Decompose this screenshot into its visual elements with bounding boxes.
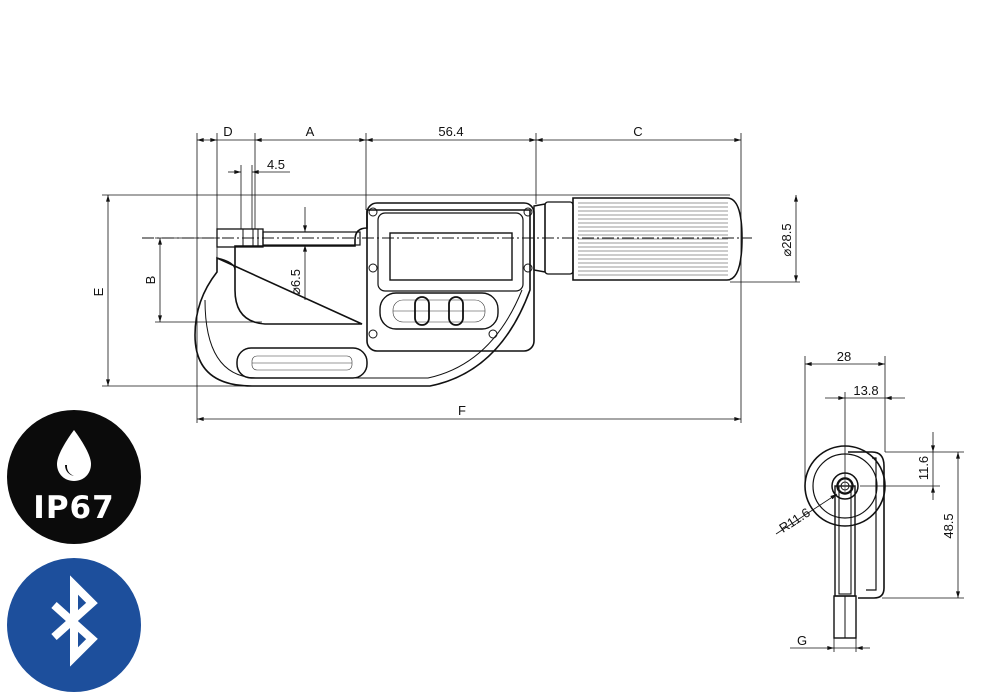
side-view [142, 197, 752, 387]
dim-f-label: F [458, 403, 466, 418]
dim-width-label: 28 [837, 349, 851, 364]
dim-axis-height-label: 11.6 [916, 456, 931, 480]
ip67-badge: IP67 [7, 410, 141, 544]
button-panel [379, 292, 499, 330]
dim-g-label: G [797, 633, 807, 648]
screw [523, 207, 533, 217]
dim-spindle-length-label: 56.4 [438, 124, 463, 139]
dim-c-label: C [633, 124, 642, 139]
lcd-screen [389, 232, 513, 281]
dim-spindle-diameter-label: ⌀6.5 [288, 269, 303, 295]
spindle [262, 231, 361, 246]
dim-height-label: 48.5 [941, 513, 956, 538]
dim-a-label: A [306, 124, 315, 139]
micrometer-frame [194, 209, 531, 387]
ip-rating-label: IP67 [33, 490, 115, 526]
screw [523, 263, 533, 273]
dim-half-width-label: 13.8 [853, 383, 878, 398]
dim-d-label: D [223, 124, 232, 139]
water-drop-icon [57, 430, 91, 481]
knurl-pattern [578, 202, 728, 276]
bluetooth-badge [7, 558, 141, 692]
insulation-plate [236, 347, 368, 379]
screw [368, 207, 378, 217]
screw [488, 329, 498, 339]
dim-anvil-offset-label: 4.5 [267, 157, 285, 172]
knurled-thimble [572, 197, 743, 281]
screw [368, 263, 378, 273]
screw [368, 329, 378, 339]
side-view-dimensions: D A 56.4 C 4.5 B ⌀6.5 E ⌀28.5 F [91, 124, 800, 423]
dim-thimble-diameter-label: ⌀28.5 [779, 223, 794, 256]
dim-radius-label: R11.6 [776, 505, 812, 536]
display-housing [366, 202, 535, 352]
button-left [414, 296, 430, 326]
dim-e-label: E [91, 287, 106, 296]
end-view-dimensions: 28 13.8 11.6 48.5 R11.6 G [775, 349, 964, 652]
dim-b-label: B [143, 276, 158, 285]
bluetooth-icon [51, 575, 98, 667]
button-right [448, 296, 464, 326]
